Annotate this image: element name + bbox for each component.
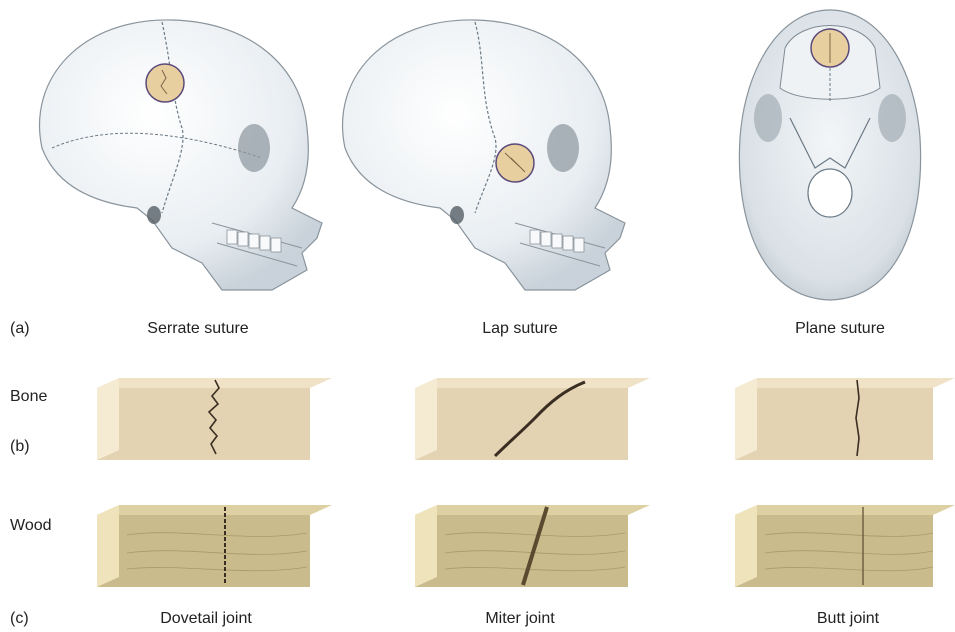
panel-c-letter: (c) xyxy=(10,610,29,628)
caption-butt-joint: Butt joint xyxy=(817,610,879,628)
serrate-suture-highlight xyxy=(146,64,184,102)
caption-lap-suture: Lap suture xyxy=(482,320,558,338)
panel-a-letter: (a) xyxy=(10,320,30,338)
wood-block-miter xyxy=(415,505,650,587)
skull-lateral-lap xyxy=(325,8,625,293)
caption-plane-suture: Plane suture xyxy=(795,320,885,338)
bone-block-serrate xyxy=(97,378,332,460)
bone-block-plane xyxy=(735,378,955,460)
row-label-wood: Wood xyxy=(10,517,52,535)
caption-serrate-suture: Serrate suture xyxy=(147,320,248,338)
panel-b-letter: (b) xyxy=(10,438,30,456)
wood-block-butt xyxy=(735,505,955,587)
caption-dovetail-joint: Dovetail joint xyxy=(160,610,252,628)
bone-block-lap xyxy=(415,378,650,460)
row-label-bone: Bone xyxy=(10,388,47,406)
wood-block-dovetail xyxy=(97,505,332,587)
skull-lateral-serrate xyxy=(22,8,322,293)
skull-inferior-plane xyxy=(730,8,930,303)
caption-miter-joint: Miter joint xyxy=(485,610,554,628)
